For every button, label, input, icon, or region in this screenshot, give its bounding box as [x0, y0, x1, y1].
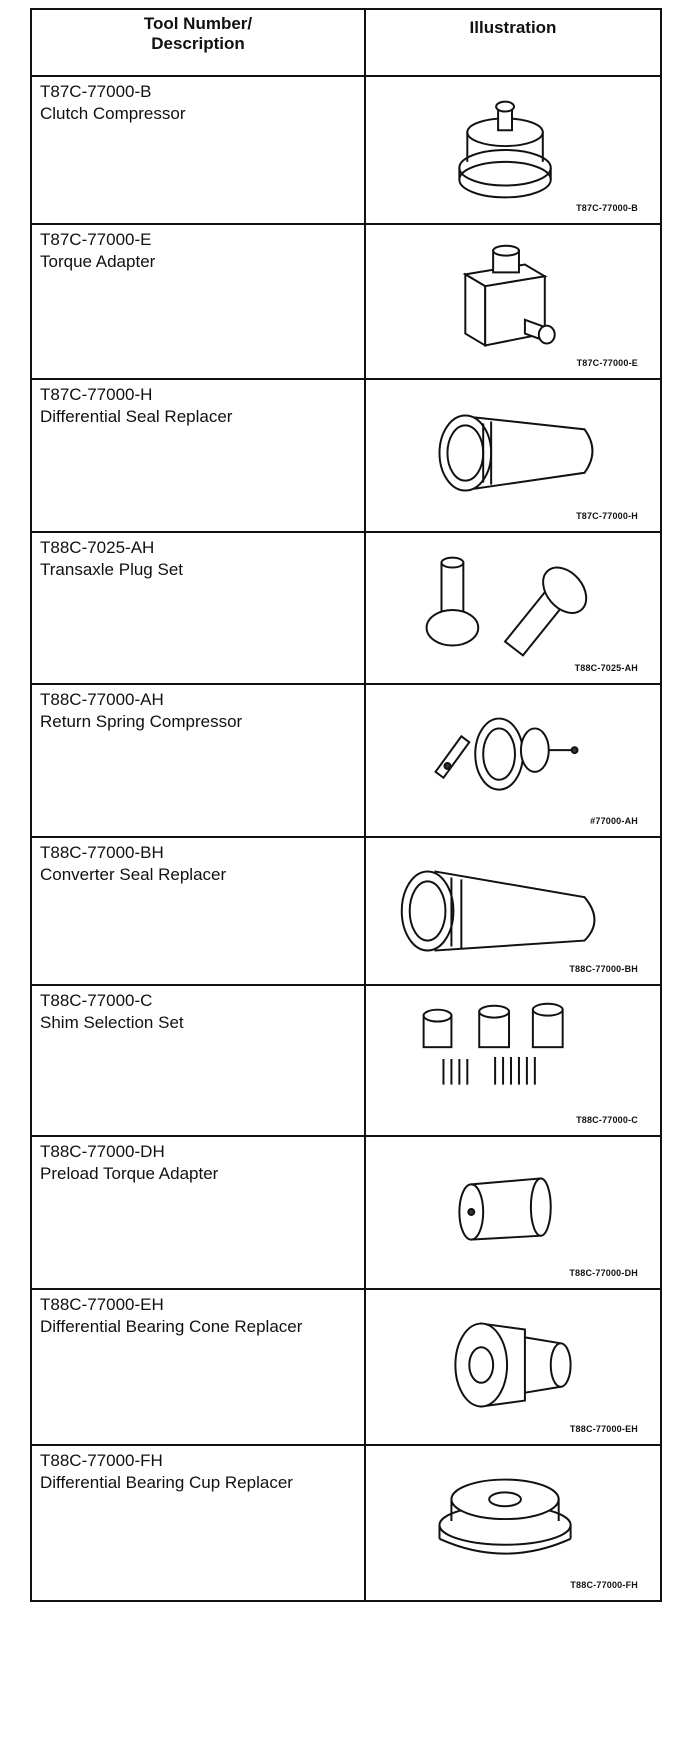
tool-description-cell: T87C-77000-H Differential Seal Replacer — [30, 378, 366, 533]
table-header-row: Tool Number/ Description Illustration — [30, 8, 662, 77]
header-col2-text: Illustration — [469, 18, 557, 37]
tool-number: T87C-77000-E — [40, 230, 152, 249]
tool-name: Shim Selection Set — [40, 1013, 184, 1032]
converter-seal-replacer-icon — [400, 870, 596, 952]
tool-number: T88C-77000-BH — [40, 843, 164, 862]
tool-description-cell: T88C-77000-FH Differential Bearing Cup R… — [30, 1444, 366, 1602]
tool-description-cell: T88C-77000-EH Differential Bearing Cone … — [30, 1288, 366, 1446]
table-row: T88C-77000-EH Differential Bearing Cone … — [30, 1288, 662, 1446]
tool-description-cell: T88C-77000-DH Preload Torque Adapter — [30, 1135, 366, 1290]
tool-name: Preload Torque Adapter — [40, 1164, 219, 1183]
tool-description-cell: T88C-77000-BH Converter Seal Replacer — [30, 836, 366, 986]
shim-selection-set-icon — [422, 1002, 564, 1085]
preload-torque-adapter-icon — [458, 1177, 552, 1241]
tool-number: T87C-77000-H — [40, 385, 153, 404]
tool-illustration-cell: T88C-77000-EH — [364, 1288, 662, 1446]
tool-table: Tool Number/ Description Illustration T8… — [30, 8, 662, 1602]
illustration-caption: T88C-77000-C — [576, 1115, 638, 1125]
tool-illustration-cell: T88C-77000-DH — [364, 1135, 662, 1290]
tool-illustration-cell: T87C-77000-H — [364, 378, 662, 533]
tool-illustration-cell: T88C-77000-C — [364, 984, 662, 1137]
table-row: T88C-77000-BH Converter Seal Replacer T8… — [30, 836, 662, 986]
return-spring-compressor-icon — [434, 717, 579, 791]
tool-illustration-cell: T88C-7025-AH — [364, 531, 662, 685]
header-col1-text: Tool Number/ Description — [143, 14, 253, 53]
tool-number: T88C-7025-AH — [40, 538, 155, 557]
illustration-caption: T87C-77000-E — [576, 358, 638, 368]
torque-adapter-icon — [462, 244, 556, 348]
table-row: T88C-77000-C Shim Selection Set T — [30, 984, 662, 1137]
transaxle-plug-set-icon — [425, 556, 588, 657]
tool-description-cell: T88C-77000-C Shim Selection Set — [30, 984, 366, 1137]
tool-description-cell: T88C-77000-AH Return Spring Compressor — [30, 683, 366, 838]
tool-number: T88C-77000-EH — [40, 1295, 164, 1314]
tool-name: Clutch Compressor — [40, 104, 186, 123]
tool-illustration-cell: T87C-77000-B — [364, 75, 662, 225]
tool-number: T88C-77000-C — [40, 991, 153, 1010]
tool-name: Differential Seal Replacer — [40, 407, 233, 426]
clutch-compressor-icon — [458, 100, 552, 199]
tool-number: T87C-77000-B — [40, 82, 152, 101]
tool-name: Differential Bearing Cone Replacer — [40, 1317, 303, 1336]
illustration-caption: #77000-AH — [590, 816, 638, 826]
table-row: T88C-77000-FH Differential Bearing Cup R… — [30, 1444, 662, 1602]
tool-description-cell: T88C-7025-AH Transaxle Plug Set — [30, 531, 366, 685]
table-row: T88C-7025-AH Transaxle Plug Set T88C-702… — [30, 531, 662, 685]
tool-number: T88C-77000-AH — [40, 690, 164, 709]
illustration-caption: T88C-77000-EH — [569, 1424, 638, 1434]
illustration-caption: T87C-77000-H — [576, 511, 638, 521]
tool-description-cell: T87C-77000-B Clutch Compressor — [30, 75, 366, 225]
tool-name: Return Spring Compressor — [40, 712, 243, 731]
bearing-cup-replacer-icon — [438, 1478, 572, 1555]
tool-name: Transaxle Plug Set — [40, 560, 183, 579]
tool-name: Converter Seal Replacer — [40, 865, 227, 884]
tool-illustration-cell: T88C-77000-FH — [364, 1444, 662, 1602]
tool-illustration-cell: T88C-77000-BH — [364, 836, 662, 986]
illustration-caption: T87C-77000-B — [576, 203, 638, 213]
illustration-caption: T88C-77000-BH — [569, 964, 638, 974]
illustration-caption: T88C-7025-AH — [574, 663, 638, 673]
illustration-caption: T88C-77000-FH — [570, 1580, 638, 1590]
tool-illustration-cell: #77000-AH — [364, 683, 662, 838]
bearing-cone-replacer-icon — [454, 1322, 572, 1408]
illustration-caption: T88C-77000-DH — [569, 1268, 638, 1278]
header-illustration: Illustration — [364, 8, 662, 77]
tool-name: Torque Adapter — [40, 252, 156, 271]
differential-seal-replacer-icon — [438, 414, 594, 492]
table-row: T88C-77000-AH Return Spring Compressor #… — [30, 683, 662, 838]
table-row: T87C-77000-E Torque Adapter T87C-77000-E — [30, 223, 662, 380]
tool-description-cell: T87C-77000-E Torque Adapter — [30, 223, 366, 380]
tool-number: T88C-77000-FH — [40, 1451, 163, 1470]
header-tool-number-description: Tool Number/ Description — [30, 8, 366, 77]
tool-name: Differential Bearing Cup Replacer — [40, 1473, 293, 1492]
table-row: T87C-77000-H Differential Seal Replacer … — [30, 378, 662, 533]
tool-illustration-cell: T87C-77000-E — [364, 223, 662, 380]
table-row: T88C-77000-DH Preload Torque Adapter T88… — [30, 1135, 662, 1290]
tool-number: T88C-77000-DH — [40, 1142, 165, 1161]
table-row: T87C-77000-B Clutch Compressor T87C-7700… — [30, 75, 662, 225]
